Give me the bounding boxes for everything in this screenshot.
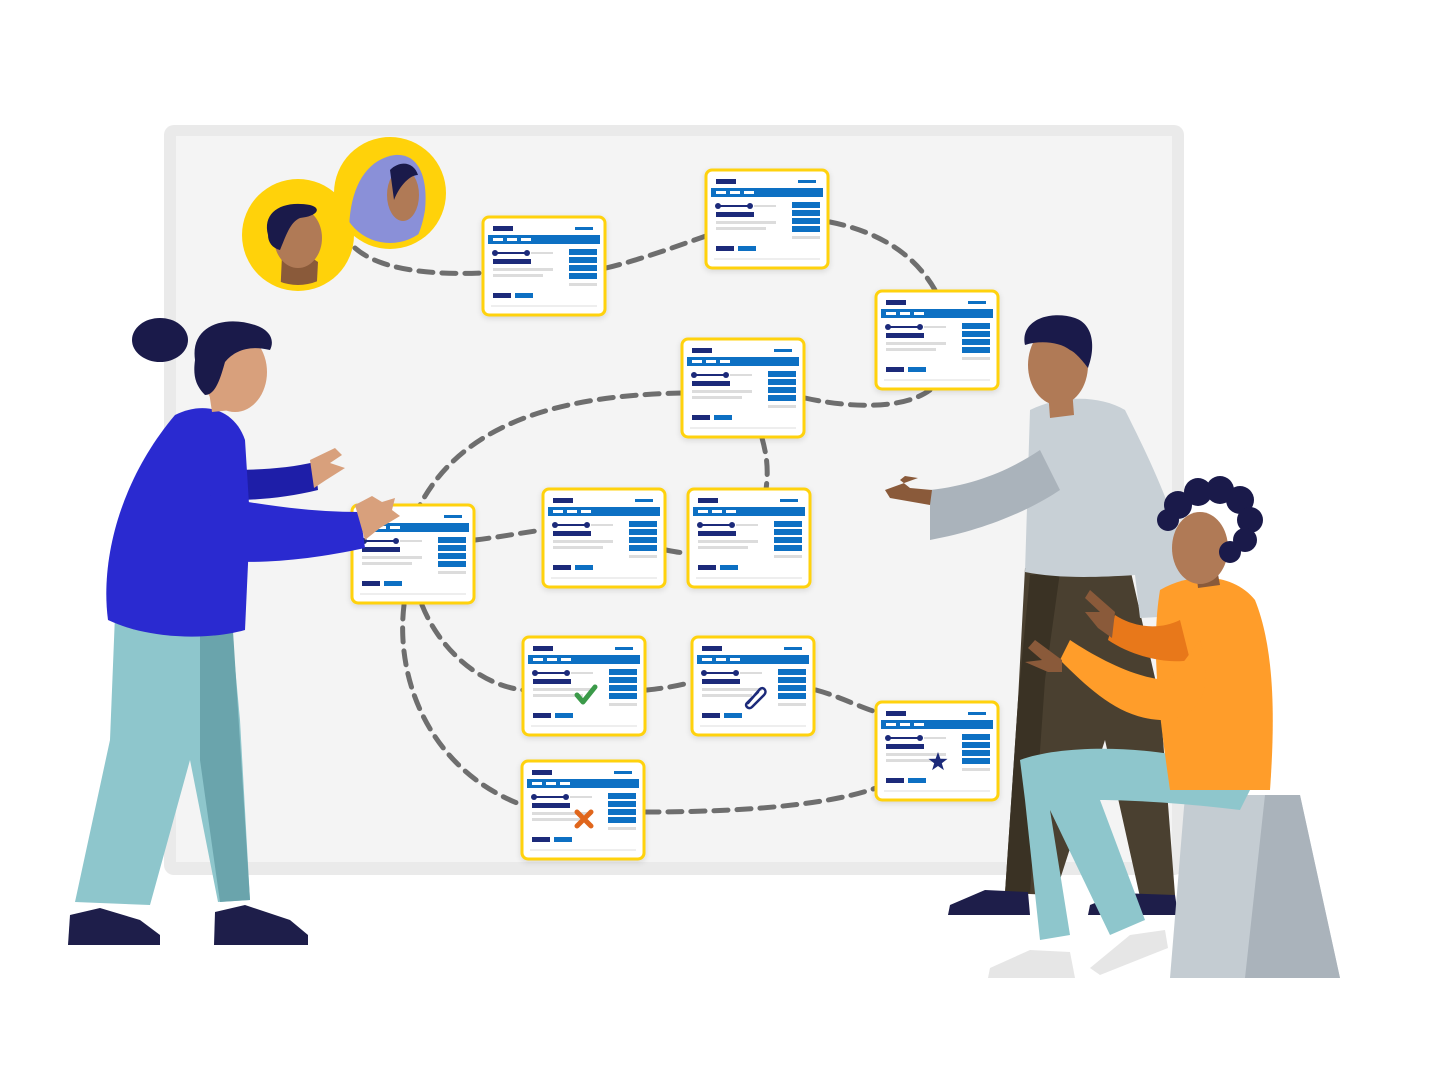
avatar-man <box>242 179 354 291</box>
card-6 <box>686 487 812 589</box>
card-9 <box>690 635 816 737</box>
cross-icon <box>574 809 594 829</box>
card-1 <box>481 215 607 317</box>
card-2 <box>704 168 830 270</box>
card-11 <box>520 759 646 861</box>
avatar-woman-hijab <box>334 137 446 249</box>
woman-blue-sweater <box>68 318 400 945</box>
paperclip-icon <box>744 686 767 710</box>
card-3 <box>874 289 1000 391</box>
screen-cards <box>350 168 1000 861</box>
card-10 <box>874 700 1000 802</box>
card-5 <box>541 487 667 589</box>
check-icon <box>574 684 598 705</box>
stool <box>1170 795 1340 978</box>
card-7 <box>350 503 476 605</box>
card-8 <box>521 635 647 737</box>
man-orange-sweater <box>988 476 1273 978</box>
card-4 <box>680 337 806 439</box>
connectors <box>352 219 938 815</box>
star-icon <box>928 752 948 771</box>
